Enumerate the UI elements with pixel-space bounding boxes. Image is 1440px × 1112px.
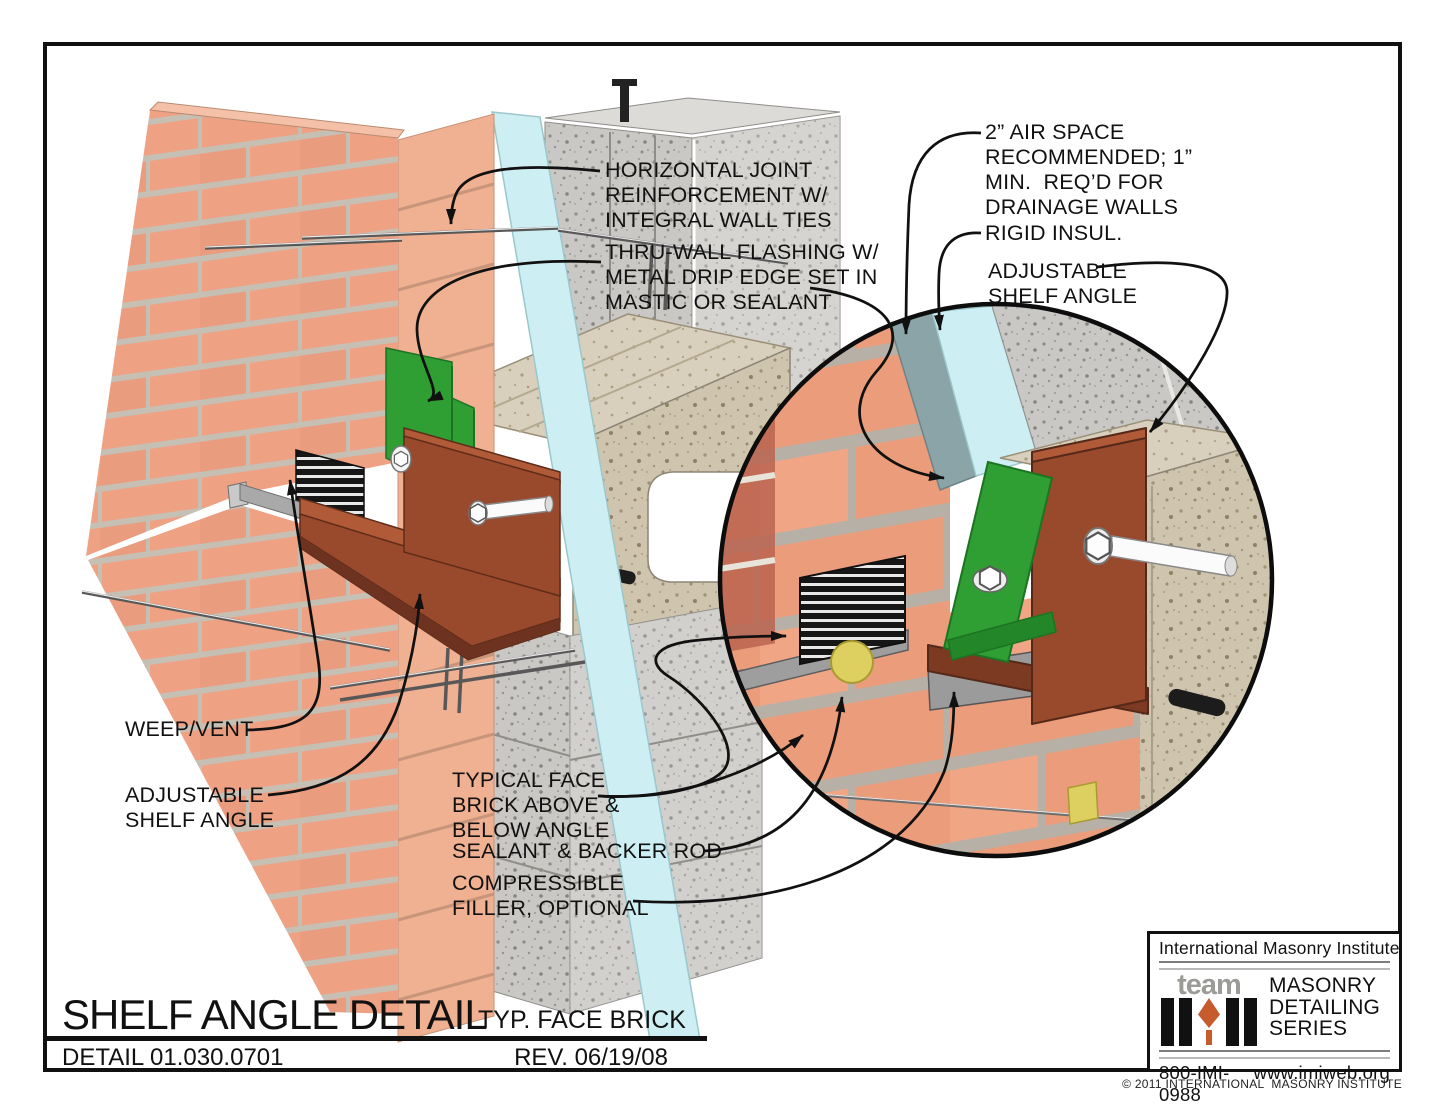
joint-reinforcement-rods [81, 226, 789, 714]
divider-rule-bottom [1159, 1050, 1390, 1059]
sheet-title: SHELF ANGLE DETAIL [62, 991, 488, 1038]
leader-lines [245, 131, 1229, 904]
detail-circle-outline [717, 301, 1275, 859]
leader-rigid-insul [933, 231, 982, 331]
label-rigid-insul: RIGID INSUL. [985, 221, 1123, 245]
backer-rod [830, 640, 874, 684]
phone-number: 800-IMI-0988 [1159, 1062, 1230, 1105]
team-wordmark: team [1177, 969, 1242, 1001]
anchor-bolt-top [620, 84, 629, 122]
leader-thru-wall-right [809, 286, 945, 481]
anchor-bolt-into-slab [468, 495, 554, 526]
leader-compressible-filler [632, 691, 959, 904]
concrete-detail [1127, 439, 1272, 856]
weep-vent-louver-detail [799, 554, 906, 666]
anchor-bolt-detail [1083, 527, 1238, 577]
imi-logo-box: International Masonry Institute team MAS… [1147, 931, 1402, 1105]
label-typical-face-brick: TYPICAL FACE BRICK ABOVE & BELOW ANGLE [452, 768, 620, 842]
label-adjustable-shelf-right: ADJUSTABLE SHELF ANGLE [988, 259, 1138, 308]
sheet-subtitle: TYP. FACE BRICK [478, 1006, 686, 1034]
thru-wall-flashing-detail [942, 460, 1057, 664]
page-border [43, 42, 1402, 1072]
leader-horizontal-joint [446, 166, 601, 225]
website-url[interactable]: www.imiweb.org [1253, 1062, 1390, 1083]
trowel-icon [1197, 998, 1221, 1046]
label-weep-vent: WEEP/VENT [125, 717, 254, 741]
sealant-lower [1067, 781, 1099, 825]
leader-sealant-backer [703, 696, 846, 853]
leader-adjustable-shelf-left [267, 593, 425, 797]
shelf-angle-detail [927, 427, 1149, 725]
angle-bolt [390, 445, 412, 473]
leader-thru-wall-left [415, 259, 602, 403]
label-air-space: 2” AIR SPACE RECOMMENDED; 1” MIN. REQ’D … [985, 120, 1193, 219]
leader-adjustable-shelf-right [1096, 261, 1229, 433]
shelf-angle-left [299, 427, 561, 661]
imi-letters-icon [1159, 998, 1259, 1048]
institute-name: International Masonry Institute [1159, 938, 1400, 958]
divider-rule-top [1159, 961, 1390, 970]
label-horizontal-joint: HORIZONTAL JOINT REINFORCEMENT W/ INTEGR… [605, 158, 832, 232]
copyright-line: © 2011 INTERNATIONAL MASONRY INSTITUTE [1122, 1077, 1402, 1091]
revision-date: REV. 06/19/08 [514, 1044, 668, 1071]
title-rule [47, 1036, 707, 1041]
leader-typical-face-b [597, 733, 804, 798]
detail-number: DETAIL 01.030.0701 [62, 1044, 284, 1071]
series-title: MASONRY DETAILING SERIES [1269, 974, 1381, 1040]
rebar-dowel-detail [1168, 688, 1226, 717]
face-brick-above-angle [86, 110, 398, 556]
leader-weep-vent [245, 479, 321, 732]
label-adjustable-shelf-left: ADJUSTABLE SHELF ANGLE [125, 783, 275, 832]
label-compressible-filler: COMPRESSIBLE FILLER, OPTIONAL [452, 871, 649, 920]
label-thru-wall: THRU-WALL FLASHING W/ METAL DRIP EDGE SE… [605, 240, 879, 314]
imi-team-logo: team [1159, 969, 1259, 1048]
label-sealant-backer: SEALANT & BACKER ROD [452, 839, 723, 863]
leader-air-space [901, 131, 982, 335]
brick-wall-top-edge [148, 101, 405, 139]
